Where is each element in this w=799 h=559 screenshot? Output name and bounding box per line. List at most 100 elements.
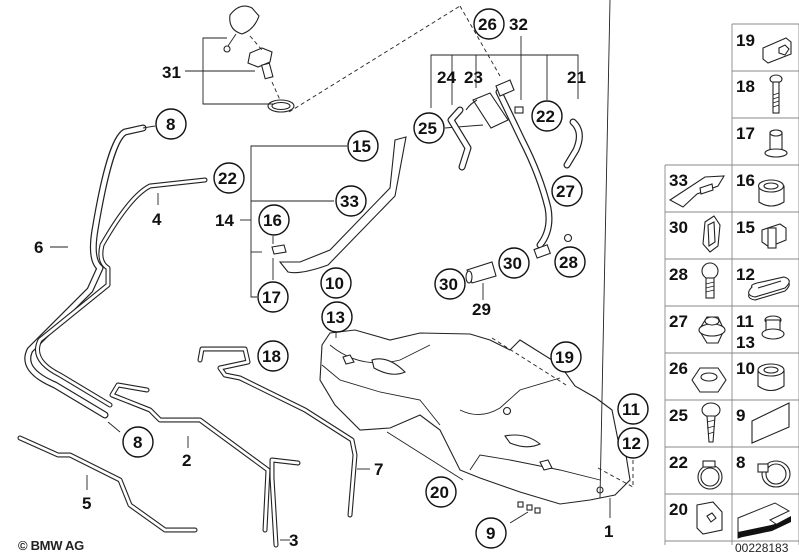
callout-11-text: 11	[622, 400, 640, 419]
callout-16: 16	[258, 204, 290, 236]
worm-clamp-icon	[697, 460, 723, 490]
callout-25-text: 25	[418, 119, 437, 138]
callout-13: 13	[321, 301, 353, 333]
grid-label-33: 33	[669, 171, 688, 190]
clip-icon	[761, 223, 787, 249]
heat-shield-icon	[668, 175, 726, 208]
callout-12-text: 12	[622, 434, 641, 453]
callout-23: 23	[464, 68, 483, 87]
callout-24: 24	[437, 68, 456, 87]
callout-22-left: 22	[213, 162, 245, 194]
callout-3: 3	[289, 531, 298, 550]
callout-33: 33	[335, 185, 367, 217]
bolt-icon	[769, 74, 783, 114]
hex-nut-icon	[691, 367, 727, 393]
tank-strap	[240, 136, 407, 298]
callout-19-text: 19	[555, 348, 574, 367]
callout-8-top: 8	[155, 108, 187, 140]
bushing-icon	[761, 315, 785, 340]
grid-label-15: 15	[736, 218, 755, 237]
callout-6: 6	[34, 238, 43, 257]
parts-grid	[664, 23, 799, 545]
grid-label-25: 25	[669, 406, 688, 425]
callout-19: 19	[550, 341, 582, 373]
callout-30-right: 30	[498, 247, 530, 279]
fuel-tank	[319, 0, 634, 524]
callout-27: 27	[551, 175, 583, 207]
grid-labels: 19 18 17 33 16 30 15 28 12 27 11 13 26 1…	[669, 31, 755, 519]
grid-label-9: 9	[736, 406, 745, 425]
callout-21: 21	[567, 68, 586, 87]
label-plate-icon	[751, 402, 790, 444]
callout-32: 32	[509, 15, 528, 34]
callout-15: 15	[347, 130, 379, 162]
bolt-icon-28	[701, 262, 719, 299]
callout-20: 20	[425, 476, 457, 508]
callout-13-text: 13	[326, 308, 345, 327]
callout-22-top: 22	[531, 100, 563, 132]
filler-hoses	[24, 124, 208, 433]
grommet-icon	[757, 363, 785, 392]
callout-28: 28	[554, 246, 586, 278]
callout-30-right-text: 30	[503, 254, 522, 273]
grid-icons	[668, 37, 792, 539]
callout-22-left-text: 22	[218, 169, 237, 188]
callout-8-bottom-text: 8	[133, 433, 142, 452]
callout-8-bottom: 8	[122, 426, 154, 458]
clip-nut-icon	[762, 37, 792, 64]
callout-9: 9	[475, 517, 507, 549]
callout-26: 26	[473, 8, 505, 40]
fuel-cap-assembly	[185, 5, 501, 113]
callout-2: 2	[182, 451, 191, 470]
oval-grommet-icon	[748, 276, 790, 301]
callout-7: 7	[374, 460, 383, 479]
angle-clip-nut-icon	[696, 501, 723, 535]
sleeve-icon	[764, 129, 788, 158]
grid-label-8: 8	[736, 453, 745, 472]
direction-arrow-icon	[737, 502, 791, 539]
grid-label-19: 19	[736, 31, 755, 50]
callout-27-text: 27	[556, 182, 575, 201]
callout-17: 17	[257, 281, 289, 313]
callout-10: 10	[320, 267, 352, 299]
callout-5: 5	[82, 494, 91, 513]
grid-label-13: 13	[736, 333, 755, 352]
callout-18-text: 18	[262, 347, 281, 366]
rubber-mount-icon	[757, 179, 785, 207]
callout-11: 11	[617, 393, 649, 425]
callout-15-text: 15	[352, 137, 371, 156]
document-number: 00228183	[735, 541, 789, 555]
callout-25: 25	[413, 112, 445, 144]
grid-label-16: 16	[736, 171, 755, 190]
callout-10-text: 10	[325, 274, 344, 293]
hose-clamp-clip-icon	[702, 215, 721, 253]
callout-29: 29	[472, 300, 491, 319]
grid-label-11: 11	[736, 312, 754, 331]
callout-9-text: 9	[486, 524, 495, 543]
callout-20-text: 20	[430, 483, 449, 502]
grid-label-10: 10	[736, 359, 755, 378]
grid-label-18: 18	[736, 77, 755, 96]
collar-nut-icon	[698, 316, 726, 344]
grid-label-27: 27	[669, 312, 688, 331]
callouts: 31 32 24 23 21 4 14 6 29 2 7 5 3 1 26 25…	[34, 8, 649, 550]
callout-30-left-text: 30	[439, 275, 458, 294]
grid-label-26: 26	[669, 359, 688, 378]
callout-4: 4	[152, 210, 162, 229]
grid-label-12: 12	[736, 265, 755, 284]
grid-label-20: 20	[669, 500, 688, 519]
copyright-notice: © BMW AG	[18, 538, 84, 553]
fuel-lines	[17, 346, 370, 548]
vent-hose-group	[430, 36, 583, 300]
callout-14: 14	[215, 211, 234, 230]
callout-17-text: 17	[262, 288, 281, 307]
screw-icon	[701, 402, 721, 443]
callout-22-top-text: 22	[536, 107, 555, 126]
grid-label-17: 17	[736, 124, 755, 143]
callout-31: 31	[162, 63, 181, 82]
callout-26-text: 26	[478, 15, 497, 34]
callout-1: 1	[604, 522, 613, 541]
callout-18: 18	[257, 340, 289, 372]
hose-clamp-icon	[757, 460, 791, 488]
